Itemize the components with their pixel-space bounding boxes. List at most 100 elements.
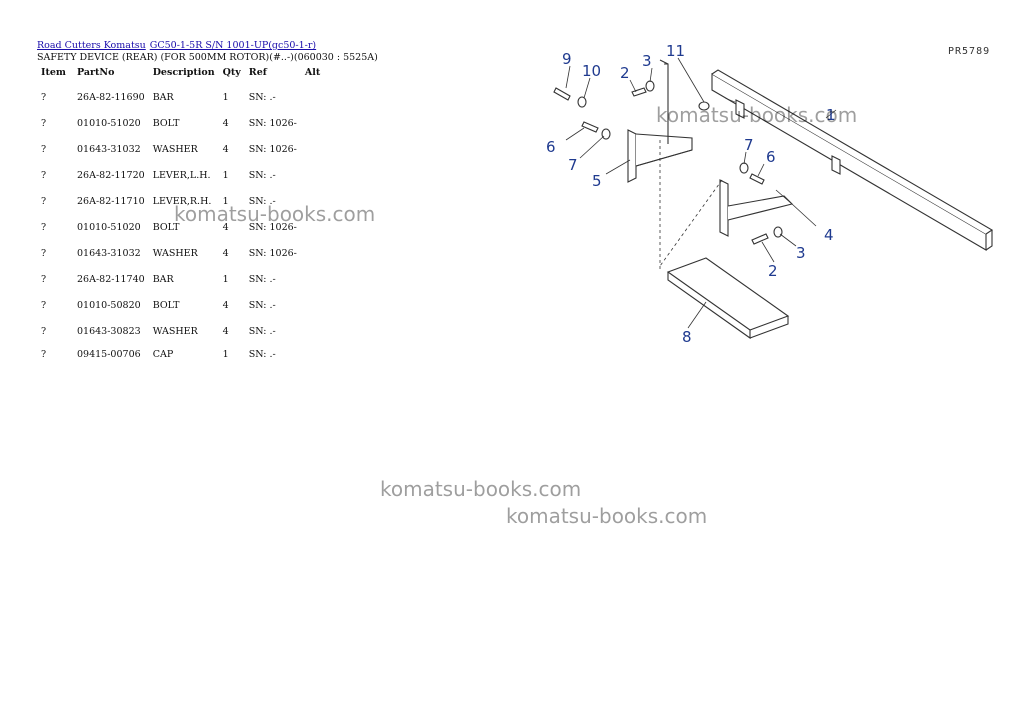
cell-item: ? (41, 117, 47, 129)
cell-ref: SN: 1026- (248, 247, 297, 259)
cell-ref: SN: .- (248, 299, 276, 311)
cell-partno: 26A-82-11690 (77, 91, 145, 103)
table-row: ? 09415-00706 CAP 1 SN: .- (37, 344, 324, 364)
cell-qty: 4 (222, 247, 229, 259)
cell-item: ? (41, 91, 47, 103)
table-row: ? 26A-82-11710 LEVER,R.H. 1 SN: .- (37, 188, 324, 214)
cell-partno: 09415-00706 (77, 348, 141, 360)
cell-description: WASHER (152, 247, 198, 259)
table-row: ? 01010-51020 BOLT 4 SN: 1026- (37, 110, 324, 136)
cell-item: ? (41, 143, 47, 155)
callout-2-top: 2 (620, 64, 630, 82)
column-header-alt: Alt (304, 66, 321, 78)
cell-partno: 26A-82-11740 (77, 273, 145, 285)
cell-partno: 01010-50820 (77, 299, 141, 311)
cell-ref: SN: .- (248, 325, 276, 337)
cell-partno: 01010-51020 (77, 117, 141, 129)
cell-qty: 4 (222, 117, 229, 129)
cell-qty: 4 (222, 299, 229, 311)
callout-10: 10 (582, 62, 601, 80)
cell-partno: 01643-30823 (77, 325, 141, 337)
cell-description: WASHER (152, 143, 198, 155)
table-row: ? 01010-50820 BOLT 4 SN: .- (37, 292, 324, 318)
cell-qty: 4 (222, 325, 229, 337)
cell-qty: 1 (222, 273, 229, 285)
cell-item: ? (41, 247, 47, 259)
lever-rh-part (719, 179, 794, 237)
cell-description: LEVER,L.H. (152, 169, 211, 181)
cell-ref: SN: 1026- (248, 117, 297, 129)
cell-item: ? (41, 348, 47, 360)
column-header-description: Description (152, 66, 215, 78)
parts-diagram: 9 10 2 3 11 1 6 7 5 7 6 4 2 3 8 (546, 42, 994, 346)
cell-ref: SN: .- (248, 169, 276, 181)
table-row: ? 26A-82-11720 LEVER,L.H. 1 SN: .- (37, 162, 324, 188)
cell-item: ? (41, 195, 47, 207)
table-row: ? 01643-31032 WASHER 4 SN: 1026- (37, 240, 324, 266)
callout-11: 11 (666, 42, 685, 60)
cell-qty: 1 (222, 91, 229, 103)
callout-9: 9 (562, 50, 572, 68)
cell-qty: 1 (222, 195, 229, 207)
cell-qty: 1 (222, 348, 229, 360)
cell-alt (301, 292, 324, 318)
cell-description: BAR (152, 273, 174, 285)
callout-5: 5 (592, 172, 602, 190)
page-title: SAFETY DEVICE (REAR) (FOR 500MM ROTOR)(#… (37, 52, 378, 63)
lever-lh-part (627, 59, 693, 183)
callout-7-left: 7 (568, 156, 578, 174)
bar-part (711, 69, 994, 251)
callout-1: 1 (826, 106, 836, 124)
cell-item: ? (41, 299, 47, 311)
callout-6-right: 6 (766, 148, 776, 166)
cell-partno: 01643-31032 (77, 247, 141, 259)
cell-qty: 4 (222, 221, 229, 233)
callout-3-top: 3 (642, 52, 652, 70)
cell-description: BAR (152, 91, 174, 103)
breadcrumb-link-catalog[interactable]: Road Cutters Komatsu (37, 40, 146, 51)
cell-alt (301, 136, 324, 162)
table-header-row: Item PartNo Description Qty Ref Alt (37, 65, 324, 84)
cell-partno: 01643-31032 (77, 143, 141, 155)
column-header-item: Item (41, 66, 66, 78)
callout-2-bottom: 2 (768, 262, 778, 280)
table-row: ? 26A-82-11690 BAR 1 SN: .- (37, 84, 324, 110)
cell-alt (301, 110, 324, 136)
cell-ref: SN: .- (248, 195, 276, 207)
watermark: komatsu-books.com (174, 202, 376, 226)
callout-3-bottom: 3 (796, 244, 806, 262)
watermark: komatsu-books.com (506, 504, 708, 528)
column-header-partno: PartNo (77, 66, 115, 78)
watermark: komatsu-books.com (380, 477, 582, 501)
cell-alt (301, 344, 324, 364)
cell-description: BOLT (152, 299, 180, 311)
cell-description: BOLT (152, 221, 180, 233)
watermark: komatsu-books.com (656, 103, 858, 127)
cell-ref: SN: .- (248, 273, 276, 285)
cell-alt (301, 84, 324, 110)
diagram-code: PR5789 (948, 46, 991, 57)
column-header-ref: Ref (248, 66, 267, 78)
cell-qty: 1 (222, 169, 229, 181)
cell-description: BOLT (152, 117, 180, 129)
bolt-part (553, 87, 769, 245)
callout-8: 8 (682, 328, 692, 346)
callout-4: 4 (824, 226, 834, 244)
cell-description: CAP (152, 348, 174, 360)
cell-item: ? (41, 169, 47, 181)
cell-alt (301, 162, 324, 188)
breadcrumb-link-model[interactable]: GC50-1-5R S/N 1001-UP(gc50-1-r) (149, 40, 317, 51)
column-header-qty: Qty (222, 66, 241, 78)
bottom-bar-part (666, 257, 790, 340)
cell-partno: 26A-82-11710 (77, 195, 145, 207)
cell-description: LEVER,R.H. (152, 195, 212, 207)
cell-ref: SN: .- (248, 91, 276, 103)
cell-ref: SN: .- (248, 348, 276, 360)
cell-alt (301, 240, 324, 266)
cell-partno: 26A-82-11720 (77, 169, 145, 181)
